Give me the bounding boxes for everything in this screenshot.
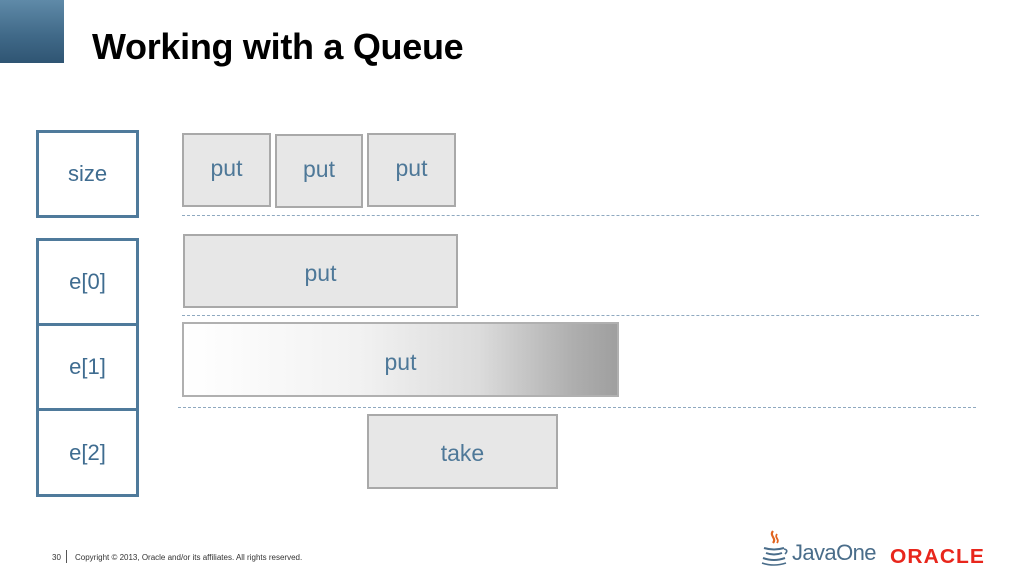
queue-element-cell-0: e[0]: [36, 238, 139, 326]
dashed-divider: [182, 215, 979, 216]
dashed-divider: [178, 407, 976, 408]
put-operation-box: put: [182, 133, 271, 207]
java-cup-icon: [761, 530, 788, 566]
corner-accent-block: [0, 0, 64, 63]
footer: 30 Copyright © 2013, Oracle and/or its a…: [0, 548, 400, 568]
dashed-divider: [182, 315, 979, 316]
put-operation-box: put: [275, 134, 363, 208]
javaone-logo: JavaOne: [758, 528, 878, 568]
queue-element-cell-1: e[1]: [36, 323, 139, 411]
copyright-text: Copyright © 2013, Oracle and/or its affi…: [75, 553, 303, 562]
footer-separator: [66, 550, 67, 563]
slide-title: Working with a Queue: [92, 26, 464, 67]
put-operation-box: put: [183, 234, 458, 308]
put-operation-box-fading: put: [182, 322, 619, 397]
javaone-wordmark: JavaOne: [792, 540, 876, 565]
queue-size-cell: size: [36, 130, 139, 218]
oracle-logo: ORACLE: [890, 546, 985, 568]
page-number: 30: [52, 553, 61, 562]
take-operation-box: take: [367, 414, 558, 489]
put-operation-box: put: [367, 133, 456, 207]
queue-element-cell-2: e[2]: [36, 408, 139, 497]
